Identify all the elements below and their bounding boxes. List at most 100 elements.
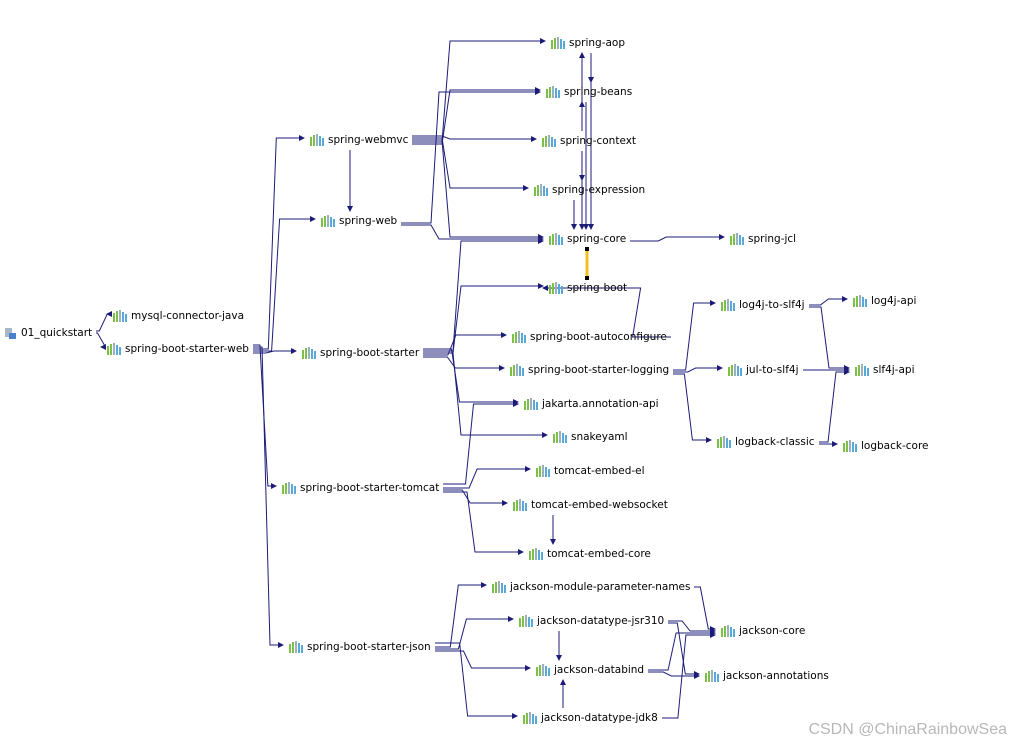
edge-n15-n13[interactable] bbox=[542, 285, 671, 338]
edge-n2-n7[interactable] bbox=[253, 346, 284, 648]
node-spring-expression[interactable]: spring-expression bbox=[534, 182, 645, 198]
node-jackson-datatype-jdk8[interactable]: jackson-datatype-jdk8 bbox=[523, 710, 658, 726]
node-label: spring-jcl bbox=[748, 233, 797, 245]
jar-icon bbox=[551, 37, 565, 49]
edge-n6-n17[interactable] bbox=[443, 401, 519, 485]
node-mysql-connector-java[interactable]: mysql-connector-java bbox=[113, 308, 244, 324]
node-label: spring-beans bbox=[564, 86, 633, 98]
node-tomcat-embed-websocket[interactable]: tomcat-embed-websocket bbox=[513, 497, 668, 513]
node-spring-aop[interactable]: spring-aop bbox=[551, 35, 625, 51]
node-01-quickstart[interactable]: 01_quickstart bbox=[4, 325, 92, 341]
edge-n7-n24[interactable] bbox=[435, 650, 531, 671]
node-spring-context[interactable]: spring-context bbox=[542, 133, 636, 149]
node-log4j-api[interactable]: log4j-api bbox=[853, 293, 916, 309]
jar-icon bbox=[113, 310, 127, 322]
node-tomcat-embed-core[interactable]: tomcat-embed-core bbox=[529, 546, 651, 562]
edge-n2-n3[interactable] bbox=[253, 135, 305, 350]
edge-n5-n18[interactable] bbox=[423, 352, 548, 438]
edge-n6-n21[interactable] bbox=[443, 491, 524, 555]
node-spring-boot-starter-logging[interactable]: spring-boot-starter-logging bbox=[510, 362, 669, 378]
node-jul-to-slf4j[interactable]: jul-to-slf4j bbox=[728, 362, 799, 378]
node-label: snakeyaml bbox=[571, 431, 628, 443]
edge-n23-n32[interactable] bbox=[668, 620, 716, 634]
node-label: jackson-datatype-jdk8 bbox=[541, 712, 658, 724]
edge-n7-n25[interactable] bbox=[435, 642, 518, 719]
jar-icon bbox=[730, 233, 744, 245]
node-tomcat-embed-el[interactable]: tomcat-embed-el bbox=[536, 463, 645, 479]
node-spring-jcl[interactable]: spring-jcl bbox=[730, 231, 796, 247]
edge-n3-n9[interactable] bbox=[412, 87, 541, 145]
edge-n2-n5[interactable] bbox=[253, 348, 297, 354]
node-label: spring-context bbox=[560, 135, 637, 147]
node-jakarta-annotation-api[interactable]: jakarta.annotation-api bbox=[524, 396, 659, 412]
edge-n26-n30[interactable] bbox=[809, 306, 850, 371]
node-jackson-module-parameter-names[interactable]: jackson-module-parameter-names bbox=[492, 579, 690, 595]
edge-n28-n30[interactable] bbox=[819, 369, 850, 443]
node-label: spring-web bbox=[339, 215, 398, 227]
selected-edge[interactable] bbox=[585, 247, 589, 280]
edge-n22-n32[interactable] bbox=[694, 586, 716, 632]
edge-n4-n9[interactable] bbox=[401, 89, 541, 224]
node-logback-classic[interactable]: logback-classic bbox=[717, 434, 815, 450]
node-spring-boot-autoconfigure[interactable]: spring-boot-autoconfigure bbox=[512, 329, 667, 345]
jar-icon bbox=[853, 295, 867, 307]
edge-n6-n19[interactable] bbox=[443, 466, 531, 489]
edge-n2-n6[interactable] bbox=[253, 344, 277, 489]
node-spring-core[interactable]: spring-core bbox=[549, 231, 626, 247]
node-label: 01_quickstart bbox=[21, 327, 93, 339]
edge-n5-n12[interactable] bbox=[423, 238, 544, 352]
edge-n3-n12[interactable] bbox=[412, 139, 544, 240]
node-spring-boot-starter[interactable]: spring-boot-starter bbox=[302, 345, 419, 361]
node-jackson-datatype-jsr310[interactable]: jackson-datatype-jsr310 bbox=[519, 613, 664, 629]
node-spring-webmvc[interactable]: spring-webmvc bbox=[310, 132, 408, 148]
node-label: spring-webmvc bbox=[328, 134, 409, 146]
edge-n12-n14[interactable] bbox=[630, 234, 725, 242]
edge-n0-n1[interactable] bbox=[96, 311, 112, 332]
node-jackson-databind[interactable]: jackson-databind bbox=[536, 662, 644, 678]
node-spring-boot-starter-tomcat[interactable]: spring-boot-starter-tomcat bbox=[282, 480, 439, 496]
edge-n5-n16[interactable] bbox=[423, 356, 505, 371]
jar-icon bbox=[717, 436, 731, 448]
edge-n6-n20[interactable] bbox=[443, 489, 508, 506]
jar-icon bbox=[536, 465, 550, 477]
node-spring-boot-starter-json[interactable]: spring-boot-starter-json bbox=[289, 639, 431, 655]
node-logback-core[interactable]: logback-core bbox=[843, 438, 929, 454]
edge-n3-n10[interactable] bbox=[412, 135, 537, 142]
edge-n23-n33[interactable] bbox=[668, 622, 700, 677]
edge-n24-n33[interactable] bbox=[648, 671, 700, 679]
node-spring-beans[interactable]: spring-beans bbox=[546, 84, 632, 100]
node-label: jackson-databind bbox=[554, 664, 645, 676]
node-label: jackson-core bbox=[739, 625, 806, 637]
node-spring-boot[interactable]: spring-boot bbox=[549, 280, 627, 296]
node-spring-web[interactable]: spring-web bbox=[321, 213, 397, 229]
edge-n7-n23[interactable] bbox=[435, 616, 514, 650]
edge-n3-n11[interactable] bbox=[412, 137, 529, 191]
edge-n7-n22[interactable] bbox=[435, 582, 487, 648]
node-spring-boot-starter-web[interactable]: spring-boot-starter-web bbox=[107, 341, 249, 357]
node-label: log4j-api bbox=[871, 295, 917, 307]
node-label: spring-boot-starter bbox=[320, 347, 420, 359]
node-label: spring-boot-starter-web bbox=[125, 343, 249, 355]
node-label: spring-boot-starter-logging bbox=[528, 364, 670, 376]
edge-n4-n12[interactable] bbox=[401, 224, 544, 242]
node-snakeyaml[interactable]: snakeyaml bbox=[553, 429, 628, 445]
jar-icon bbox=[519, 615, 533, 627]
edge-n25-n32[interactable] bbox=[662, 632, 716, 719]
jar-icon bbox=[310, 134, 324, 146]
node-slf4j-api[interactable]: slf4j-api bbox=[855, 362, 915, 378]
edge-n5-n15[interactable] bbox=[423, 332, 507, 356]
edge-n2-n4[interactable] bbox=[253, 216, 316, 352]
edge-n24-n32[interactable] bbox=[648, 630, 716, 671]
node-label: jackson-module-parameter-names bbox=[510, 581, 691, 593]
edge-n16-n27[interactable] bbox=[673, 365, 723, 373]
node-jackson-core[interactable]: jackson-core bbox=[721, 623, 805, 639]
edge-n16-n26[interactable] bbox=[673, 300, 716, 371]
edge-n0-n2[interactable] bbox=[96, 332, 107, 350]
edge-n16-n28[interactable] bbox=[673, 373, 712, 443]
edge-n26-n29[interactable] bbox=[809, 296, 848, 306]
jar-icon bbox=[289, 641, 303, 653]
jar-icon bbox=[107, 343, 121, 355]
node-jackson-annotations[interactable]: jackson-annotations bbox=[705, 668, 829, 684]
node-log4j-to-slf4j[interactable]: log4j-to-slf4j bbox=[721, 297, 805, 313]
